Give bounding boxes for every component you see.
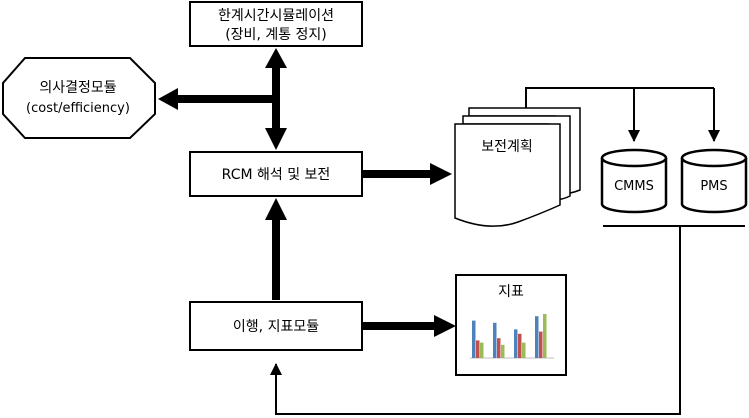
decision-node: 의사결정모듈 (cost/efficiency) (1, 57, 156, 139)
arrowhead-left-decision (158, 88, 178, 110)
mini-chart-bar (472, 320, 476, 358)
arrowhead-up-simulation (265, 48, 287, 68)
implementation-node: 이행, 지표모듈 (189, 301, 363, 351)
simulation-node: 한계시간시뮬레이션 (장비, 계통 정지) (189, 1, 363, 47)
mini-chart-bar (543, 314, 547, 358)
rcm-node: RCM 해석 및 보전 (189, 151, 363, 197)
mini-chart-bar (514, 329, 518, 358)
implementation-label: 이행, 지표모듈 (233, 319, 319, 335)
arrowhead-right-plan (430, 163, 452, 185)
mini-chart-bar (493, 322, 497, 358)
mini-chart-bar (501, 344, 505, 358)
indicator-node: 지표 (455, 274, 567, 376)
pms-database: PMS (680, 148, 748, 214)
mini-chart-bar (497, 338, 501, 358)
simulation-title: 한계시간시뮬레이션 (218, 8, 334, 24)
arrowhead-down-rcm (265, 128, 287, 150)
plan-documents: 보전계획 (454, 107, 581, 227)
pms-label: PMS (700, 179, 727, 194)
cmms-database: CMMS (600, 148, 668, 214)
indicator-label: 지표 (498, 284, 524, 300)
mini-chart-bar (535, 316, 539, 358)
arrowhead-right-indicator (434, 315, 456, 337)
mini-chart-bar (480, 342, 484, 358)
mini-chart-bar (518, 333, 522, 358)
rcm-label: RCM 해석 및 보전 (222, 167, 331, 183)
connector-plan-databases (525, 87, 714, 108)
plan-label: 보전계획 (481, 139, 533, 155)
mini-chart-bar (522, 342, 526, 358)
decision-subtitle: (cost/efficiency) (26, 101, 130, 116)
mini-chart-bar (476, 340, 480, 358)
decision-title: 의사결정모듈 (39, 80, 116, 96)
cmms-label: CMMS (614, 179, 654, 194)
mini-chart-bar (539, 331, 543, 358)
arrowhead-up-rcm (265, 198, 287, 220)
feedback-connector (270, 226, 681, 415)
simulation-subtitle: (장비, 계통 정지) (225, 27, 327, 43)
mini-bar-chart (470, 314, 554, 359)
